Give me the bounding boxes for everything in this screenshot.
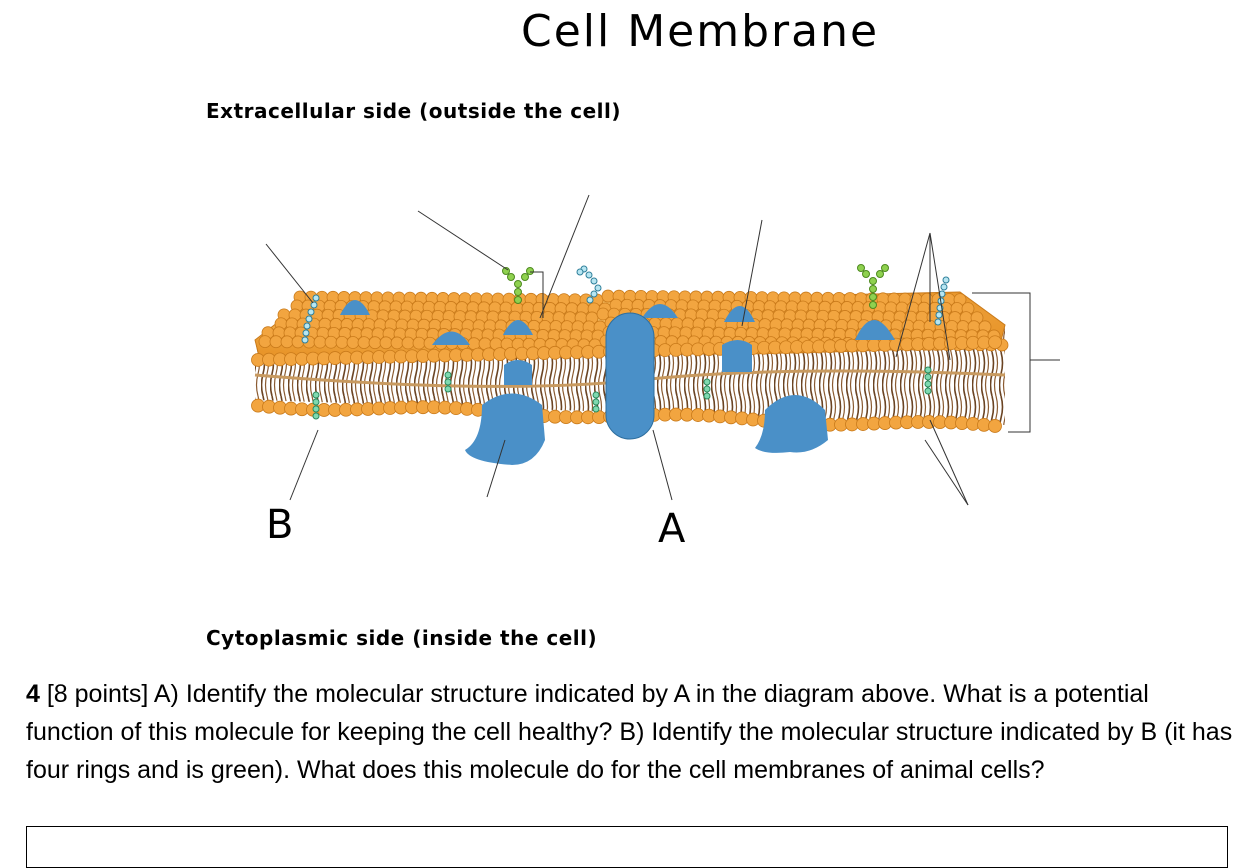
surface-protein (724, 306, 755, 322)
channel-protein (722, 340, 752, 372)
page-title: Cell Membrane (520, 6, 880, 57)
cytoplasmic-side-label: Cytoplasmic side (inside the cell) (206, 626, 598, 650)
bottom-peripheral-protein (465, 393, 545, 465)
cholesterol-molecule (924, 366, 932, 395)
label-b: B (266, 502, 293, 548)
transmembrane-protein-a (605, 312, 655, 440)
phospholipid-head (357, 336, 371, 349)
label-a: A (658, 506, 686, 552)
phospholipid-head (280, 335, 294, 349)
surface-protein (503, 320, 533, 335)
cholesterol-molecule (703, 378, 711, 400)
phospholipid-head (258, 335, 272, 349)
channel-protein (504, 360, 532, 385)
peripheral-protein (340, 300, 370, 315)
extracellular-side-label: Extracellular side (outside the cell) (206, 99, 622, 123)
cholesterol-molecule (592, 391, 600, 413)
phospholipid-head (988, 419, 1002, 433)
question-body: [8 points] A) Identify the molecular str… (26, 680, 1233, 784)
cholesterol-molecule (444, 371, 452, 393)
answer-box[interactable] (26, 826, 1228, 868)
cholesterol-molecule (312, 391, 320, 420)
glycolipid-chain (576, 265, 602, 304)
glycolipid-chain (301, 294, 320, 344)
glycoprotein-carbohydrate-chain (502, 267, 534, 304)
phospholipid-head (368, 336, 382, 350)
bottom-peripheral-protein (755, 395, 828, 453)
phospholipid-head (335, 335, 349, 349)
phospholipid-head (269, 335, 283, 349)
surface-protein (855, 320, 895, 340)
phospholipid-head (346, 336, 360, 349)
glycoprotein-carbohydrate-chain (857, 264, 889, 309)
cell-membrane-diagram: B A (251, 194, 1060, 552)
phospholipid-head (313, 335, 327, 349)
phospholipid-head (390, 336, 404, 350)
question-text: 4 [8 points] A) Identify the molecular s… (26, 675, 1236, 789)
phospholipid-head (401, 336, 415, 350)
phospholipid-head (412, 336, 426, 350)
phospholipid-head (324, 335, 338, 349)
peripheral-protein (432, 331, 470, 345)
phospholipid-head (988, 335, 1002, 350)
leader-lines (265, 194, 1060, 506)
phospholipid-head (379, 336, 393, 350)
peripheral-protein (642, 304, 678, 318)
question-number: 4 (26, 680, 40, 708)
